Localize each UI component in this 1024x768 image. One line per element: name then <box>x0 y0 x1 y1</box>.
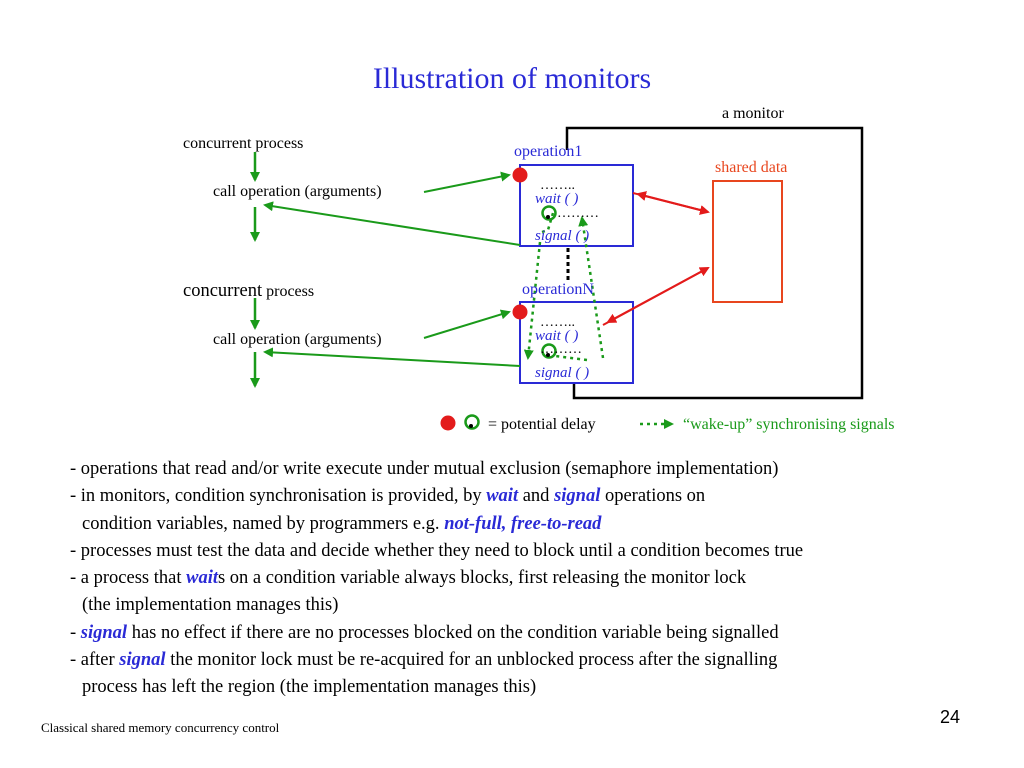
bullet-keyword: wait <box>486 486 519 507</box>
process2-label-big: concurrent <box>183 281 263 301</box>
condition-wait-dot-1 <box>546 215 550 219</box>
shared-data-return-arrow-N <box>606 267 709 323</box>
bullet-text: - processes must test the data and decid… <box>70 540 804 561</box>
legend-green-circle-dot <box>469 424 473 428</box>
condition-wait-circle-N <box>541 343 557 359</box>
process1-return-arrow <box>263 201 521 246</box>
bullet-text: s on a condition variable always blocks,… <box>217 568 747 589</box>
legend-red-dot <box>440 415 456 431</box>
legend-wakeup-label: “wake-up” synchronising signals <box>683 416 895 433</box>
bullet-text: condition variables, named by programmer… <box>82 513 445 534</box>
operation1-dots1: …….. <box>540 178 575 193</box>
bullet-line: - a process that waits on a condition va… <box>70 565 803 592</box>
bullet-list: - operations that read and/or write exec… <box>70 456 803 702</box>
page-number: 24 <box>940 707 961 727</box>
bullet-text: operations on <box>600 486 706 507</box>
operationN-wait: wait ( ) <box>535 328 579 344</box>
operation1-signal-word: signal <box>535 228 572 244</box>
wakeup-signal-arrow-3 <box>541 212 555 234</box>
bullet-line: process has left the region (the impleme… <box>70 674 803 701</box>
operationN-signal: signal ( ) <box>535 365 589 382</box>
bullet-text: - operations that read and/or write exec… <box>70 459 779 479</box>
operation1-wait: wait ( ) <box>535 191 579 207</box>
process2-return-arrow <box>263 347 521 367</box>
shared-data-return-arrow-1 <box>636 191 709 213</box>
operationN-signal-word: signal <box>535 365 572 381</box>
condition-wait-circle-1 <box>541 205 557 221</box>
bullet-text: has no effect if there are no processes … <box>127 622 779 643</box>
operationN-name: operationN <box>522 281 594 298</box>
condition-wait-dot-N <box>546 353 550 357</box>
shared-data-box <box>712 180 783 303</box>
entry-delay-dot-1 <box>512 167 528 183</box>
wakeup-signal-arrow-4 <box>554 354 588 362</box>
operation1-box <box>519 164 634 247</box>
wakeup-signal-arrow-2 <box>578 216 605 359</box>
operationN-box <box>519 301 634 384</box>
bullet-line: - signal has no effect if there are no p… <box>70 620 803 647</box>
bullet-text: (the implementation manages this) <box>82 595 339 616</box>
process2-label: concurrent process <box>183 281 314 302</box>
process1-call-arrow <box>423 171 511 193</box>
bullet-text: - a process that <box>70 568 187 589</box>
bullet-text: process has left the region (the impleme… <box>82 677 537 698</box>
bullet-keyword: signal <box>119 650 166 671</box>
wakeup-signal-arrow-1 <box>523 241 542 360</box>
operation1-signal: signal ( ) <box>535 228 589 245</box>
bullet-line: - after signal the monitor lock must be … <box>70 647 803 674</box>
legend-green-circle <box>464 414 480 430</box>
process1-call-label: call operation (arguments) <box>213 183 382 200</box>
process1-label: concurrent process <box>183 135 304 152</box>
process2-call-label: call operation (arguments) <box>213 331 382 348</box>
monitor-boundary <box>565 126 864 400</box>
footer-text: Classical shared memory concurrency cont… <box>41 720 280 735</box>
shared-data-label: shared data <box>715 159 788 176</box>
bullet-line: condition variables, named by programmer… <box>70 511 803 538</box>
operation1-name: operation1 <box>514 143 583 160</box>
operationN-dots2: ……… <box>540 342 582 357</box>
operation1-dots2: ……… <box>557 206 599 221</box>
bullet-line: - operations that read and/or write exec… <box>70 456 803 483</box>
slide-title: Illustration of monitors <box>372 62 652 95</box>
bullet-text: the monitor lock must be re-acquired for… <box>165 650 778 671</box>
bullet-keyword: wait <box>186 568 218 589</box>
entry-delay-dot-N <box>512 304 528 320</box>
legend-delay-label: = potential delay <box>488 416 596 433</box>
operationN-dots1: …….. <box>540 315 575 330</box>
bullet-keyword: not-full, free-to-read <box>444 513 602 534</box>
operationN-signal-rest: ( ) <box>571 365 590 381</box>
process2-label-rest: process <box>262 283 315 300</box>
bullet-text: - <box>70 622 81 643</box>
bullet-text: - in monitors, condition synchronisation… <box>70 486 487 507</box>
bullet-text: and <box>518 486 555 507</box>
bullet-line: (the implementation manages this) <box>70 592 803 619</box>
operation1-signal-rest: ( ) <box>571 228 590 244</box>
bullet-line: - in monitors, condition synchronisation… <box>70 483 803 510</box>
process2-call-arrow <box>423 309 511 339</box>
bullet-keyword: signal <box>80 622 128 643</box>
bullet-keyword: signal <box>554 486 601 507</box>
monitor-diagram <box>250 126 864 431</box>
bullet-line: - processes must test the data and decid… <box>70 538 803 565</box>
monitor-label: a monitor <box>722 105 784 122</box>
bullet-text: - after <box>70 650 120 671</box>
